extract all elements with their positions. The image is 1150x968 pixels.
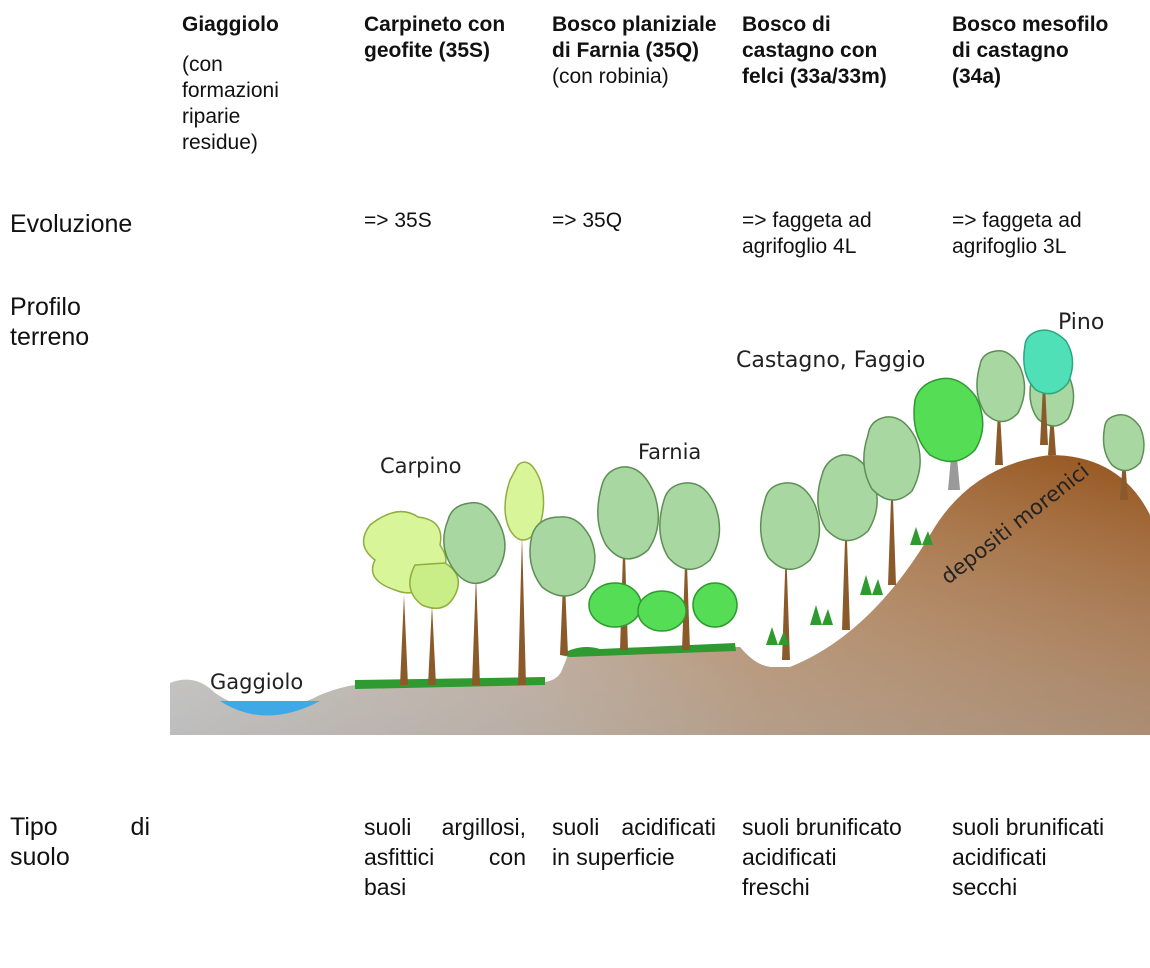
- evolution-carpineto: => 35S: [364, 208, 524, 234]
- column-title: Bosco planiziale di Farnia (35Q): [552, 12, 732, 64]
- evolution-bosco-mesofilo: => faggeta ad agrifoglio 3L: [952, 208, 1122, 260]
- column-header-bosco-castagno-felci: Bosco di castagno con felci (33a/33m): [742, 12, 922, 90]
- column-subtitle: (con robinia): [552, 64, 732, 90]
- column-header-bosco-planiziale: Bosco planiziale di Farnia (35Q) (con ro…: [552, 12, 732, 90]
- column-subtitle: (con formazioni riparie residue): [182, 52, 292, 156]
- faggio-tree: [914, 378, 983, 490]
- row-label-evoluzione: Evoluzione: [10, 209, 132, 239]
- label-castagno-faggio: Castagno, Faggio: [736, 348, 925, 373]
- column-title: Bosco di castagno con felci (33a/33m): [742, 12, 922, 90]
- evolution-bosco-castagno-felci: => faggeta ad agrifoglio 4L: [742, 208, 922, 260]
- column-header-carpineto: Carpineto con geofite (35S): [364, 12, 534, 64]
- soil-carpineto: suoli argillosi, asfittici con basi: [364, 812, 526, 902]
- label-carpino: Carpino: [380, 454, 462, 478]
- row-label-profilo-terreno: Profilo terreno: [10, 292, 140, 352]
- castagno-tree-4: [977, 351, 1025, 465]
- evolution-bosco-planiziale: => 35Q: [552, 208, 712, 234]
- soil-bosco-mesofilo: suoli brunificati acidificati secchi: [952, 812, 1112, 902]
- column-title: Bosco mesofilo di castagno (34a): [952, 12, 1112, 90]
- label-gaggiolo: Gaggiolo: [210, 670, 303, 694]
- castagno-tree-1: [761, 483, 820, 660]
- carpino-tree-2: [410, 563, 458, 685]
- farnia-tree-1: [530, 517, 595, 655]
- farnia-shrubs: [589, 583, 737, 631]
- soil-bosco-castagno-felci: suoli brunificato acidificati freschi: [742, 812, 902, 902]
- row-label-tipo-di-suolo: Tipo di suolo: [10, 812, 150, 872]
- column-title: Carpineto con geofite (35S): [364, 12, 534, 64]
- label-pino: Pino: [1058, 310, 1104, 335]
- terrain-profile-diagram: Gaggiolo Carpino Farnia Castagno, Faggio…: [170, 305, 1150, 735]
- column-header-giaggiolo: Giaggiolo (con formazioni riparie residu…: [182, 12, 332, 156]
- label-farnia: Farnia: [638, 440, 701, 464]
- column-header-bosco-mesofilo: Bosco mesofilo di castagno (34a): [952, 12, 1112, 90]
- soil-bosco-planiziale: suoli acidificati in superficie: [552, 812, 716, 872]
- column-title: Giaggiolo: [182, 12, 332, 38]
